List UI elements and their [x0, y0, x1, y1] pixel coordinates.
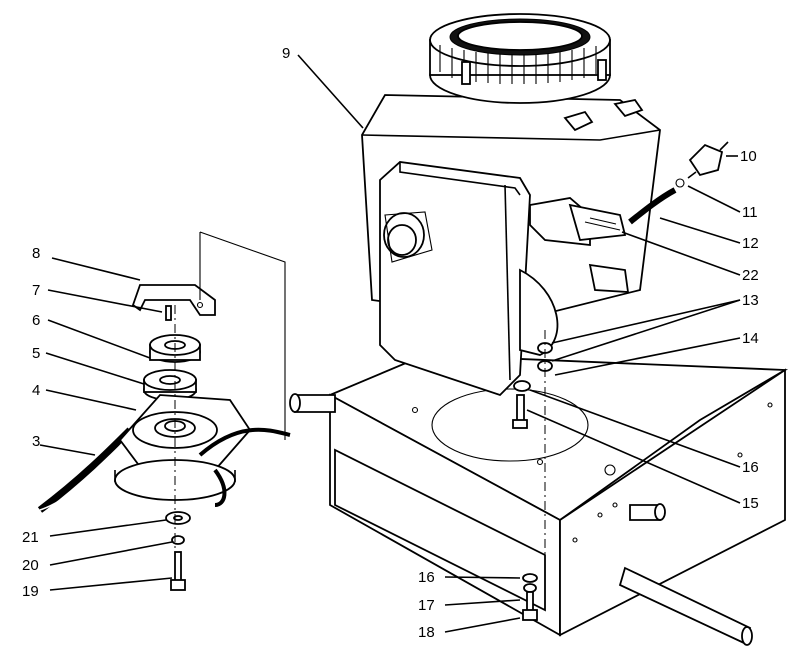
callout-8: 8	[32, 245, 40, 262]
callout-17: 17	[418, 597, 435, 614]
callout-7: 7	[32, 282, 40, 299]
engine	[297, 13, 661, 397]
callout-3: 3	[32, 433, 40, 450]
engine-mount-hardware	[512, 330, 553, 560]
fuel-hose	[628, 187, 677, 225]
callout-18: 18	[418, 624, 435, 641]
hose-clamp	[675, 178, 685, 188]
callout-4: 4	[32, 382, 40, 399]
fuel-filter	[687, 141, 729, 179]
callout-19: 19	[22, 583, 39, 600]
callout-22: 22	[742, 267, 759, 284]
callout-21: 21	[22, 529, 39, 546]
callout-12: 12	[742, 235, 759, 252]
bottom-bolt-assembly	[522, 573, 538, 621]
leader-lines	[39, 155, 741, 633]
callout-5: 5	[32, 345, 40, 362]
callout-6: 6	[32, 312, 40, 329]
pulley-assembly	[37, 231, 291, 591]
callout-14: 14	[742, 330, 759, 347]
axle-rods	[289, 393, 753, 646]
callout-15: 15	[742, 495, 759, 512]
callout-20: 20	[22, 557, 39, 574]
callout-13: 13	[742, 292, 759, 309]
callout-labels: 9 10 11 12 22 13 14 8 7 6 5 4 3 16 15 21…	[22, 45, 759, 641]
callout-10: 10	[740, 148, 757, 165]
callout-16-lower: 16	[418, 569, 435, 586]
mounting-deck	[327, 354, 789, 637]
callout-16-upper: 16	[742, 459, 759, 476]
callout-9: 9	[282, 45, 290, 62]
callout-11: 11	[742, 204, 758, 221]
